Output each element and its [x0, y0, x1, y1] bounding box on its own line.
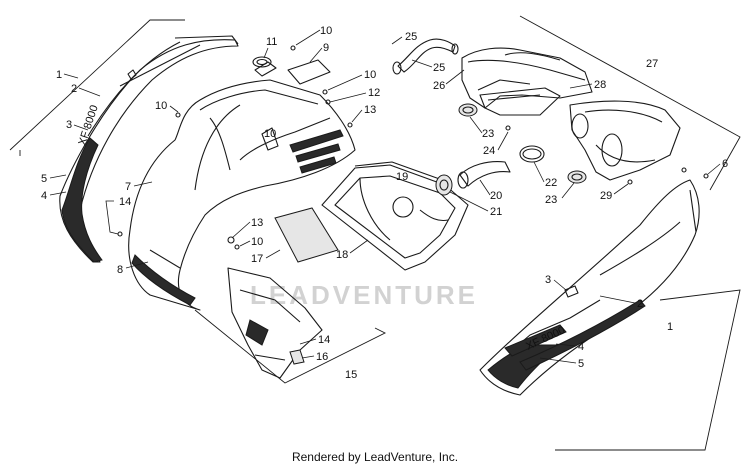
callout-13-a: 13	[364, 104, 376, 116]
callout-10-b: 10	[364, 69, 376, 81]
callout-23-a: 23	[482, 128, 494, 140]
watermark-text: LEADVENTURE	[250, 280, 478, 310]
left-side-panel[interactable]	[59, 35, 239, 263]
callout-18: 18	[336, 249, 348, 261]
intake-hose-20[interactable]	[457, 161, 511, 189]
airbox-silencer[interactable]	[569, 100, 681, 181]
callout-10-a: 10	[320, 25, 332, 37]
callout-14-b: 14	[318, 334, 330, 346]
intake-hose-25[interactable]	[392, 38, 459, 75]
callout-5-right: 5	[578, 358, 584, 370]
callout-4-right: 4	[578, 341, 584, 353]
hood-nose-pan[interactable]	[128, 61, 356, 311]
fasteners-airbox	[505, 125, 709, 185]
grommet-21[interactable]	[435, 174, 453, 196]
bracket-right-panel	[555, 289, 741, 451]
vent-cover-9[interactable]	[287, 59, 331, 85]
callout-1-right: 1	[667, 321, 673, 333]
bracket-left-panel	[9, 19, 185, 151]
callout-10-e: 10	[251, 236, 263, 248]
airbox-duct-28[interactable]	[479, 87, 561, 116]
callout-6: 6	[722, 158, 728, 170]
bracket-27	[519, 15, 741, 191]
render-credit: Rendered by LeadVenture, Inc.	[291, 450, 459, 464]
callout-26: 26	[433, 80, 445, 92]
callout-25-b: 25	[433, 62, 445, 74]
storage-tray-18[interactable]	[321, 164, 469, 271]
callout-12: 12	[368, 87, 380, 99]
callout-3-left: 3	[66, 119, 72, 131]
hose-clamp-22[interactable]	[519, 145, 545, 163]
callout-7: 7	[125, 181, 131, 193]
callout-9: 9	[323, 42, 329, 54]
windscreen-panel-17[interactable]	[274, 207, 339, 263]
callout-24: 24	[483, 145, 495, 157]
callout-29: 29	[600, 190, 612, 202]
lower-bracket-15[interactable]	[227, 267, 323, 379]
grommet-11[interactable]	[252, 56, 272, 68]
decal-16[interactable]	[289, 349, 305, 365]
callout-16: 16	[316, 351, 328, 363]
callout-10-d: 10	[264, 128, 276, 140]
callout-5-left: 5	[41, 173, 47, 185]
gaskets-23[interactable]	[458, 103, 587, 184]
right-side-panel[interactable]	[479, 179, 700, 396]
callout-1-left: 1	[56, 69, 62, 81]
callout-20: 20	[490, 190, 502, 202]
callout-14-a: 14	[119, 196, 131, 208]
callout-8: 8	[117, 264, 123, 276]
bracket-15	[194, 309, 387, 384]
callout-19: 19	[396, 171, 408, 183]
seal-19[interactable]	[354, 161, 449, 183]
callout-21: 21	[490, 206, 502, 218]
callout-25-a: 25	[405, 31, 417, 43]
callout-22: 22	[545, 177, 557, 189]
callout-2-right: 2	[637, 298, 643, 310]
callout-10-c: 10	[155, 100, 167, 112]
callout-13-b: 13	[251, 217, 263, 229]
callout-17: 17	[251, 253, 263, 265]
callout-11: 11	[266, 36, 277, 48]
callout-23-b: 23	[545, 194, 557, 206]
callout-27: 27	[646, 58, 658, 70]
callout-4-left: 4	[41, 190, 47, 202]
airbox-main-27[interactable]	[461, 47, 593, 109]
callout-28: 28	[594, 79, 606, 91]
callout-2-left: 2	[71, 83, 77, 95]
callout-3-right: 3	[545, 274, 551, 286]
callout-15: 15	[345, 369, 357, 381]
